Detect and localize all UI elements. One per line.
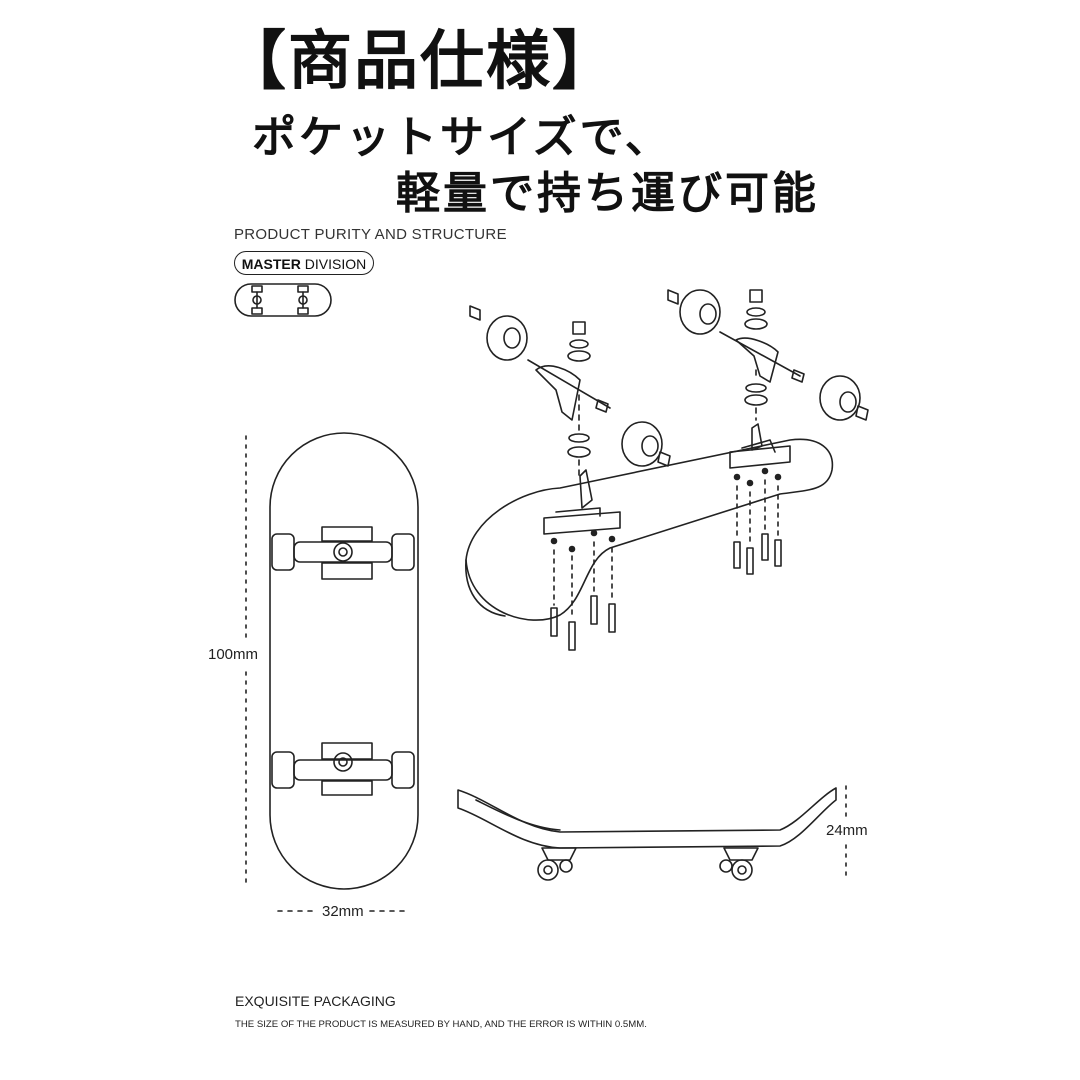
tagline-line-2: 軽量で持ち運び可能 [396,168,819,219]
front-bolts [550,529,616,651]
footer-title: EXQUISITE PACKAGING [235,993,396,1009]
board-top-view [245,432,419,890]
board-exploded-view [465,289,869,651]
back-truck-exploded [667,289,869,421]
thumbnail-board-icon [234,283,332,317]
height-dimension-label: 24mm [826,822,868,839]
front-truck-top [271,526,415,580]
brand-name-bold: MASTER [241,256,301,272]
board-side-view [277,785,847,912]
back-bolts [733,467,782,575]
back-truck-top [271,742,415,796]
brand-badge: MASTER DIVISION [234,251,374,275]
brand-name-light: DIVISION [304,256,367,272]
page-title: 【商品仕様】 [222,25,618,99]
tagline-line-1: ポケットサイズで、 [252,112,672,163]
footer-note: THE SIZE OF THE PRODUCT IS MEASURED BY H… [235,1019,647,1030]
width-dimension-label: 32mm [322,903,364,920]
length-dimension-label: 100mm [208,646,259,663]
section-subtitle: PRODUCT PURITY AND STRUCTURE [234,226,507,243]
front-truck-exploded [469,305,671,477]
